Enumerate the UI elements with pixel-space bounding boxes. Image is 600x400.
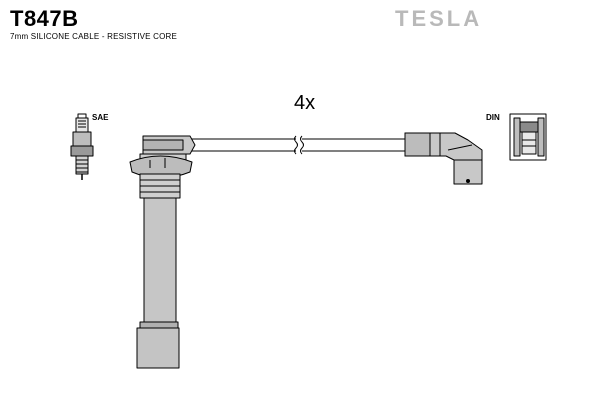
cable-description: 7mm SILICONE CABLE - RESISTIVE CORE: [10, 32, 178, 41]
quantity-label: 4x: [294, 92, 316, 114]
distributor-din-icon: [509, 113, 547, 161]
part-number: T847B: [10, 6, 79, 31]
spark-plug-boot: [129, 135, 196, 369]
cable: [190, 135, 410, 155]
distributor-boot: [404, 132, 483, 185]
sae-label: SAE: [92, 113, 109, 122]
brand-logo: TESLA: [395, 6, 483, 31]
spark-plug-sae-icon: [70, 113, 94, 180]
din-label: DIN: [486, 113, 500, 122]
